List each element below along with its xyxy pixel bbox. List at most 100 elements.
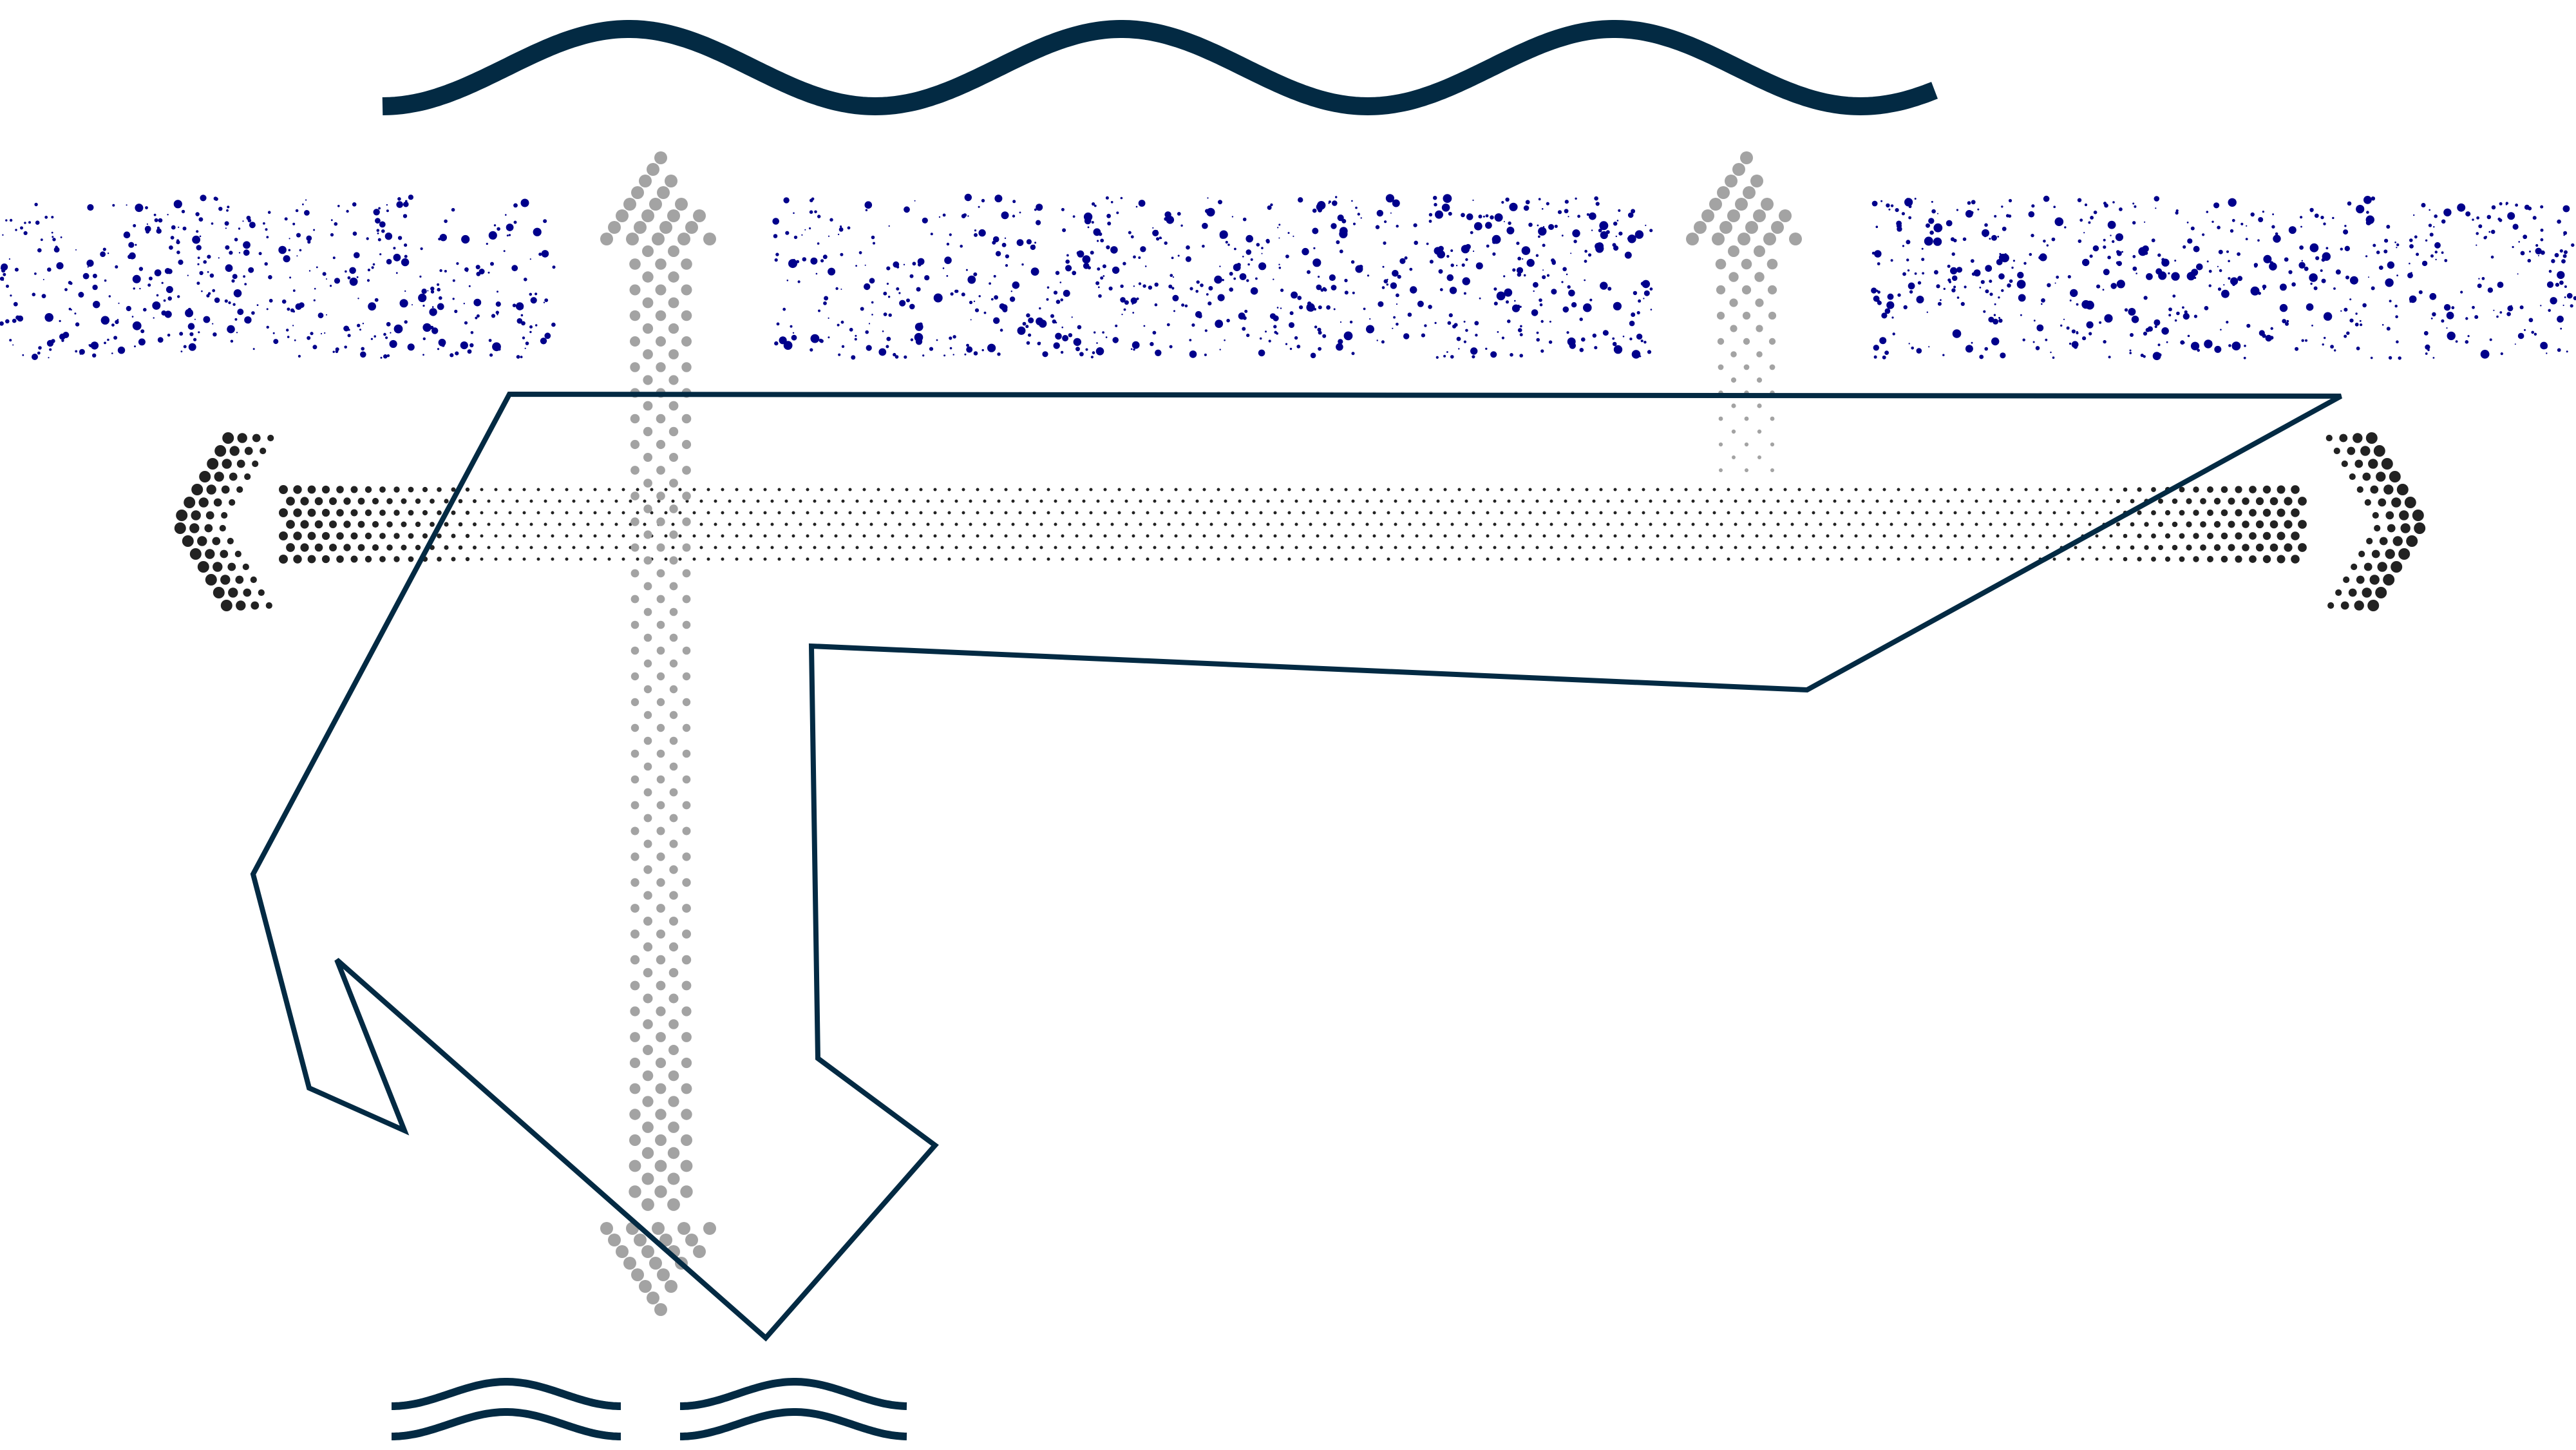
speckle-dot <box>2036 324 2044 332</box>
speckle-dot <box>59 320 61 322</box>
speckle-dot <box>1277 227 1279 229</box>
speckle-dot <box>1538 235 1540 238</box>
speckle-dot <box>1091 221 1094 224</box>
arrow-shaft-dot <box>643 530 652 539</box>
chevron-dot <box>244 473 251 481</box>
arrow-dot <box>1259 534 1263 538</box>
water-wave-line <box>392 1408 621 1440</box>
arrow-dot <box>1656 534 1660 538</box>
arrow-shaft-dot <box>629 284 641 296</box>
speckle-dot <box>2273 234 2281 243</box>
speckle-dot <box>1078 250 1082 254</box>
arrow-shaft-dot <box>643 762 652 771</box>
speckle-dot <box>167 214 169 216</box>
speckle-dot <box>2202 233 2205 236</box>
chevron-dot <box>2339 434 2348 443</box>
arrow-shaft-dot <box>669 633 678 642</box>
speckle-dot <box>2012 260 2015 262</box>
speckle-dot <box>1983 310 1986 313</box>
speckle-dot <box>2288 270 2293 274</box>
speckle-dot <box>1881 312 1888 319</box>
arrow-shaft-dot <box>656 569 665 578</box>
arrow-dot <box>1960 546 1964 549</box>
speckle-dot <box>242 220 244 222</box>
arrow-dot <box>1443 534 1447 538</box>
speckle-dot <box>2284 257 2289 262</box>
arrow-shaft-dot <box>668 1096 679 1107</box>
arrow-dot <box>2095 557 2099 561</box>
speckle-dot <box>2546 281 2554 288</box>
speckle-dot <box>2486 215 2492 220</box>
speckle-dot <box>133 224 137 227</box>
speckle-dot <box>334 278 341 284</box>
speckle-dot <box>1493 287 1497 291</box>
chevron-dot <box>2391 497 2401 508</box>
arrow-dot <box>1294 522 1298 526</box>
arrow-dot <box>1011 546 1015 549</box>
arrow-dot <box>1939 557 1943 561</box>
speckle-dot <box>1522 258 1524 260</box>
speckle-dot <box>2152 352 2161 361</box>
speckle-dot <box>2220 329 2222 331</box>
speckle-dot <box>203 260 207 264</box>
arrow-shaft-dot <box>681 1057 692 1069</box>
speckle-dot <box>92 353 97 358</box>
speckle-dot <box>1650 309 1653 310</box>
chevron-dot <box>229 446 240 456</box>
speckle-dot <box>1926 311 1928 313</box>
speckle-dot <box>978 205 980 208</box>
speckle-dot <box>2314 213 2319 218</box>
speckle-dot <box>2071 341 2079 348</box>
speckle-dot <box>397 236 402 240</box>
speckle-dot <box>1206 293 1209 296</box>
arrow-dot <box>1897 488 1900 491</box>
speckle-dot <box>2168 272 2170 274</box>
arrow-dot <box>1889 546 1893 549</box>
arrow-dot <box>1146 534 1150 538</box>
speckle-dot <box>189 332 194 336</box>
speckle-dot <box>2250 286 2260 296</box>
arrow-dot <box>806 557 810 561</box>
speckle-dot <box>1917 281 1922 285</box>
speckle-dot <box>2434 251 2438 254</box>
arrow-dot <box>2298 543 2307 552</box>
arrow-shaft-dot <box>682 930 691 939</box>
arrow-dot <box>2298 497 2307 506</box>
speckle-dot <box>1289 311 1294 316</box>
chevron-dot <box>222 459 232 469</box>
speckle-dot <box>2354 322 2359 327</box>
speckle-dot <box>310 332 314 336</box>
arrow-dot <box>2095 511 2099 515</box>
arrow-dot <box>1819 522 1823 526</box>
speckle-dot <box>1318 347 1321 351</box>
arrow-dot <box>579 557 583 561</box>
arrow-head-dot <box>1763 233 1776 245</box>
arrow-dot <box>1401 511 1405 515</box>
speckle-dot <box>286 329 289 332</box>
speckle-dot <box>207 271 209 273</box>
arrow-dot <box>813 522 817 526</box>
chevron-dot <box>2366 537 2373 545</box>
arrow-dot <box>1387 511 1390 515</box>
speckle-dot <box>2104 314 2113 323</box>
chevron-dot <box>2389 471 2401 482</box>
speckle-dot <box>1971 341 1973 344</box>
speckle-dot <box>439 234 447 242</box>
speckle-dot <box>1219 348 1221 350</box>
arrow-dot <box>1521 546 1525 549</box>
speckle-dot <box>362 323 365 325</box>
speckle-dot <box>488 339 492 342</box>
speckle-dot <box>2263 254 2272 263</box>
speckle-dot <box>247 218 252 223</box>
speckle-dot <box>153 213 156 216</box>
speckle-dot <box>1428 220 1432 223</box>
speckle-dot <box>234 318 238 321</box>
speckle-dot <box>2157 253 2161 257</box>
speckle-dot <box>2168 314 2172 317</box>
arrow-dot <box>1670 511 1674 515</box>
speckle-dot <box>883 312 887 316</box>
arrow-dot <box>650 511 654 515</box>
speckle-dot <box>1946 220 1953 227</box>
arrow-dot <box>1075 511 1079 515</box>
arrow-dot <box>664 488 668 491</box>
